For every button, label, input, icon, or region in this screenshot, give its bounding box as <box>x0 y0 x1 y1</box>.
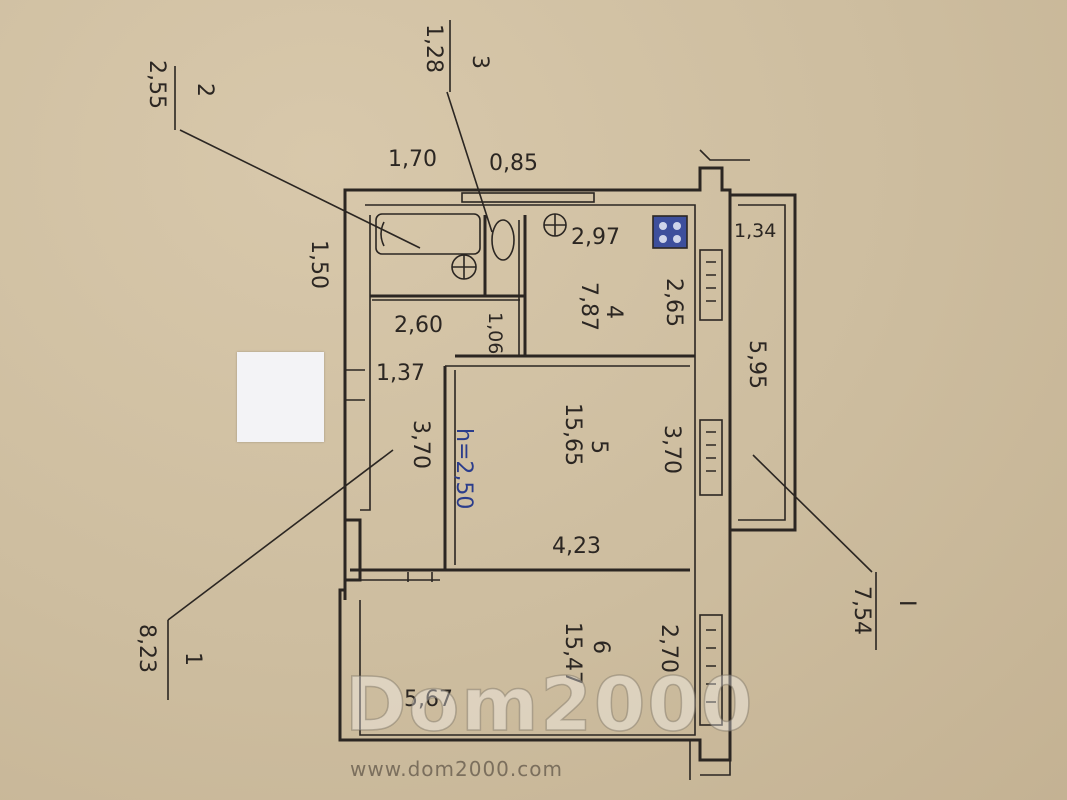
callout-area-1: 8,23 <box>134 624 159 673</box>
dim-1-50: 1,50 <box>306 240 331 289</box>
room-number-4: 4 <box>601 305 626 319</box>
left-wall <box>343 190 362 600</box>
callout-area-I: 7,54 <box>849 586 874 635</box>
dim-4-23: 4,23 <box>552 534 601 559</box>
dim-0-85: 0,85 <box>489 151 538 176</box>
dim-1-37: 1,37 <box>376 361 425 386</box>
dim-1-06: 1,06 <box>484 312 506 354</box>
callout-area-2: 2,55 <box>144 60 169 109</box>
dim-2-65: 2,65 <box>661 278 686 327</box>
callout-number-3: 3 <box>467 55 492 69</box>
dim-2-60: 2,60 <box>394 313 443 338</box>
dim-1-70: 1,70 <box>388 147 437 172</box>
stove <box>652 215 688 249</box>
room-area-5: 15,65 <box>560 403 585 466</box>
ceiling-height: h=2,50 <box>451 428 476 509</box>
leader-line-I <box>752 454 873 573</box>
callout-area-3: 1,28 <box>421 24 446 73</box>
balcony-area: 5,95 <box>744 340 769 389</box>
callout-number-I: I <box>894 600 919 607</box>
paper-sticker <box>237 352 324 442</box>
top-window <box>461 192 595 203</box>
room-area-6: 15,47 <box>560 622 585 685</box>
leader-line-2 <box>179 129 421 249</box>
leader-line-1 <box>167 449 394 621</box>
callout-number-1: 1 <box>180 652 205 666</box>
dim-1-34: 1,34 <box>734 220 776 242</box>
room-area-4: 7,87 <box>576 282 601 331</box>
balcony <box>730 193 797 532</box>
left-wall-inner <box>360 215 371 511</box>
bathtub <box>375 213 481 255</box>
dim-2-70: 2,70 <box>656 624 681 673</box>
dim-5-67: 5,67 <box>404 687 453 712</box>
room-number-5: 5 <box>586 440 611 454</box>
outer-wall-inner <box>359 204 696 736</box>
toilet <box>491 219 515 261</box>
dim-3-70-right: 3,70 <box>659 425 684 474</box>
right-windows <box>699 249 723 726</box>
dim-3-70-left: 3,70 <box>408 420 433 469</box>
room-number-6: 6 <box>588 640 613 654</box>
callout-number-2: 2 <box>192 83 217 97</box>
dim-2-97: 2,97 <box>571 225 620 250</box>
leader-line-3 <box>446 91 493 233</box>
